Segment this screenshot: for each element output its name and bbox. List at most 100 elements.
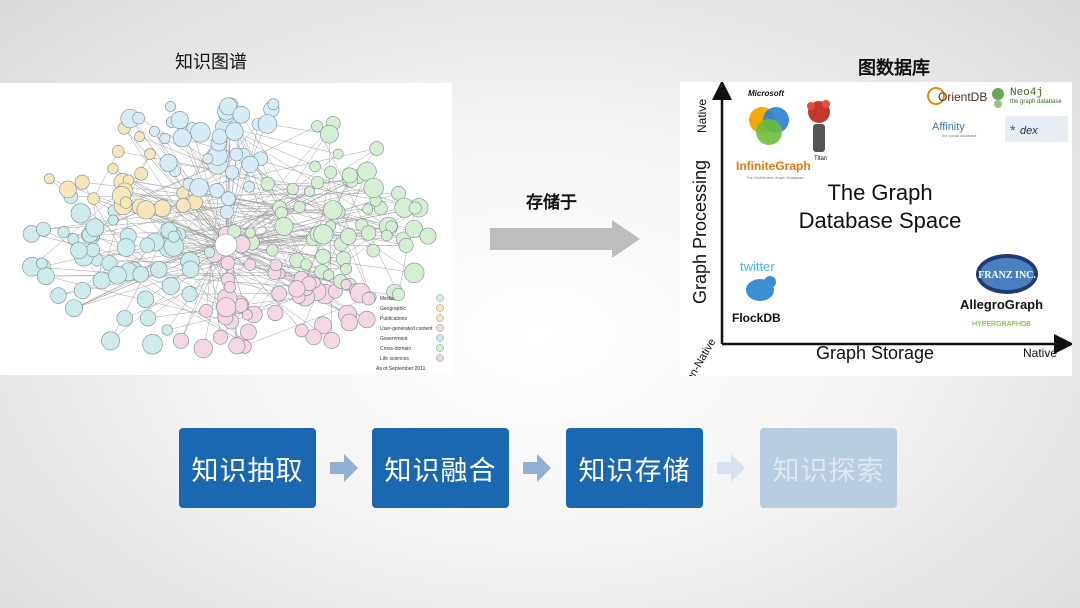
kg-node — [399, 238, 413, 252]
twitter-flockdb-logo: twitter FlockDB — [732, 259, 781, 325]
kg-node — [420, 228, 436, 244]
panel-title-line1: The Graph — [827, 180, 932, 205]
kg-node — [359, 311, 376, 328]
stored-in-label: 存储于 — [526, 188, 577, 213]
kg-node — [370, 142, 384, 156]
kg-node — [213, 330, 227, 344]
svg-text:FlockDB: FlockDB — [732, 311, 781, 325]
kg-node — [154, 200, 171, 217]
x-native-label: Native — [1023, 346, 1057, 360]
kg-node — [71, 242, 88, 259]
kg-node — [162, 325, 173, 336]
titan-logo: Titan — [807, 100, 830, 162]
svg-text:Titan: Titan — [814, 156, 827, 162]
kg-node — [176, 199, 190, 213]
chevron-right-icon — [715, 452, 747, 484]
kg-node — [137, 291, 154, 308]
kg-node — [51, 288, 67, 304]
kg-node — [361, 226, 376, 241]
infinitegraph-logo: InfiniteGraph The Distributed Graph Data… — [736, 159, 811, 180]
kg-node — [203, 154, 213, 164]
kg-node — [333, 149, 343, 159]
kg-node — [140, 238, 155, 253]
kg-legend-swatch — [437, 305, 444, 312]
kg-node — [226, 123, 244, 141]
kg-node — [324, 332, 340, 348]
kg-node — [88, 193, 100, 205]
kg-node — [275, 217, 293, 235]
kg-node — [190, 178, 209, 197]
kg-node — [221, 256, 235, 270]
kg-node — [102, 332, 120, 350]
kg-node — [44, 174, 54, 184]
svg-text:HYPERGRAPHDB: HYPERGRAPHDB — [972, 321, 1031, 328]
svg-text:the social database: the social database — [942, 133, 977, 138]
affinity-logo: Affinity the social database — [932, 121, 977, 138]
kg-node — [108, 163, 119, 174]
kg-node — [270, 259, 282, 271]
chevron-right-icon — [521, 452, 553, 484]
dex-logo: * dex — [1005, 116, 1068, 142]
kg-node — [392, 288, 404, 300]
kg-node — [140, 310, 156, 326]
right-arrow-icon — [490, 220, 640, 258]
kg-node — [340, 229, 356, 245]
kg-node — [404, 263, 424, 283]
kg-node — [324, 166, 336, 178]
kg-node — [135, 167, 148, 180]
kg-node — [261, 177, 274, 190]
kg-node — [341, 263, 352, 274]
kg-node — [266, 244, 278, 256]
kg-node — [168, 231, 179, 242]
kg-node — [242, 156, 259, 173]
kg-node — [151, 261, 168, 278]
kg-node — [323, 270, 334, 281]
kg-node — [109, 266, 127, 284]
step-knowledge-storage: 知识存储 — [566, 428, 703, 508]
kg-node — [60, 181, 77, 198]
kg-node — [217, 298, 236, 317]
kg-node — [200, 304, 213, 317]
microsoft-trinity-logo: Microsoft — [748, 89, 789, 145]
kg-node — [149, 126, 159, 136]
svg-text:the graph database: the graph database — [1010, 99, 1062, 105]
kg-node — [381, 230, 392, 241]
kg-node — [364, 178, 384, 198]
kg-node — [301, 259, 312, 270]
kg-node — [137, 201, 155, 219]
svg-text:*: * — [1010, 122, 1016, 138]
kg-node — [133, 266, 149, 282]
kg-node — [112, 145, 124, 157]
chevron-right-icon — [328, 452, 360, 484]
kg-node — [363, 204, 373, 214]
kg-node — [191, 123, 211, 143]
kg-node — [204, 247, 215, 258]
svg-text:Neo4j: Neo4j — [1010, 87, 1043, 99]
kg-node — [275, 207, 287, 219]
kg-node — [272, 286, 287, 301]
kg-node — [173, 129, 191, 147]
kg-node — [230, 148, 243, 161]
step-knowledge-exploration: 知识探索 — [760, 428, 897, 508]
svg-text:OrientDB: OrientDB — [938, 90, 987, 104]
kg-node — [240, 324, 256, 340]
kg-node — [362, 292, 375, 305]
kg-node — [143, 334, 163, 354]
kg-node — [320, 125, 338, 143]
kg-node — [134, 132, 144, 142]
kg-node — [295, 324, 308, 337]
kg-node — [268, 305, 284, 321]
svg-text:Affinity: Affinity — [932, 121, 965, 133]
kg-node — [117, 239, 135, 257]
kg-node — [36, 222, 50, 236]
kg-node — [36, 258, 47, 269]
graph-database-quadrant: Native Graph Processing Non-Native Graph… — [680, 82, 1072, 376]
kg-legend-label: User-generated content — [380, 326, 433, 332]
linked-data-cloud-illustration: MediaGeographicPublicationsUser-generate… — [0, 83, 452, 375]
kg-legend-swatch — [437, 345, 444, 352]
kg-legend-label: Media — [380, 296, 394, 302]
kg-node — [245, 228, 255, 238]
orientdb-logo: OrientDB — [928, 88, 987, 104]
kg-node — [221, 192, 235, 206]
